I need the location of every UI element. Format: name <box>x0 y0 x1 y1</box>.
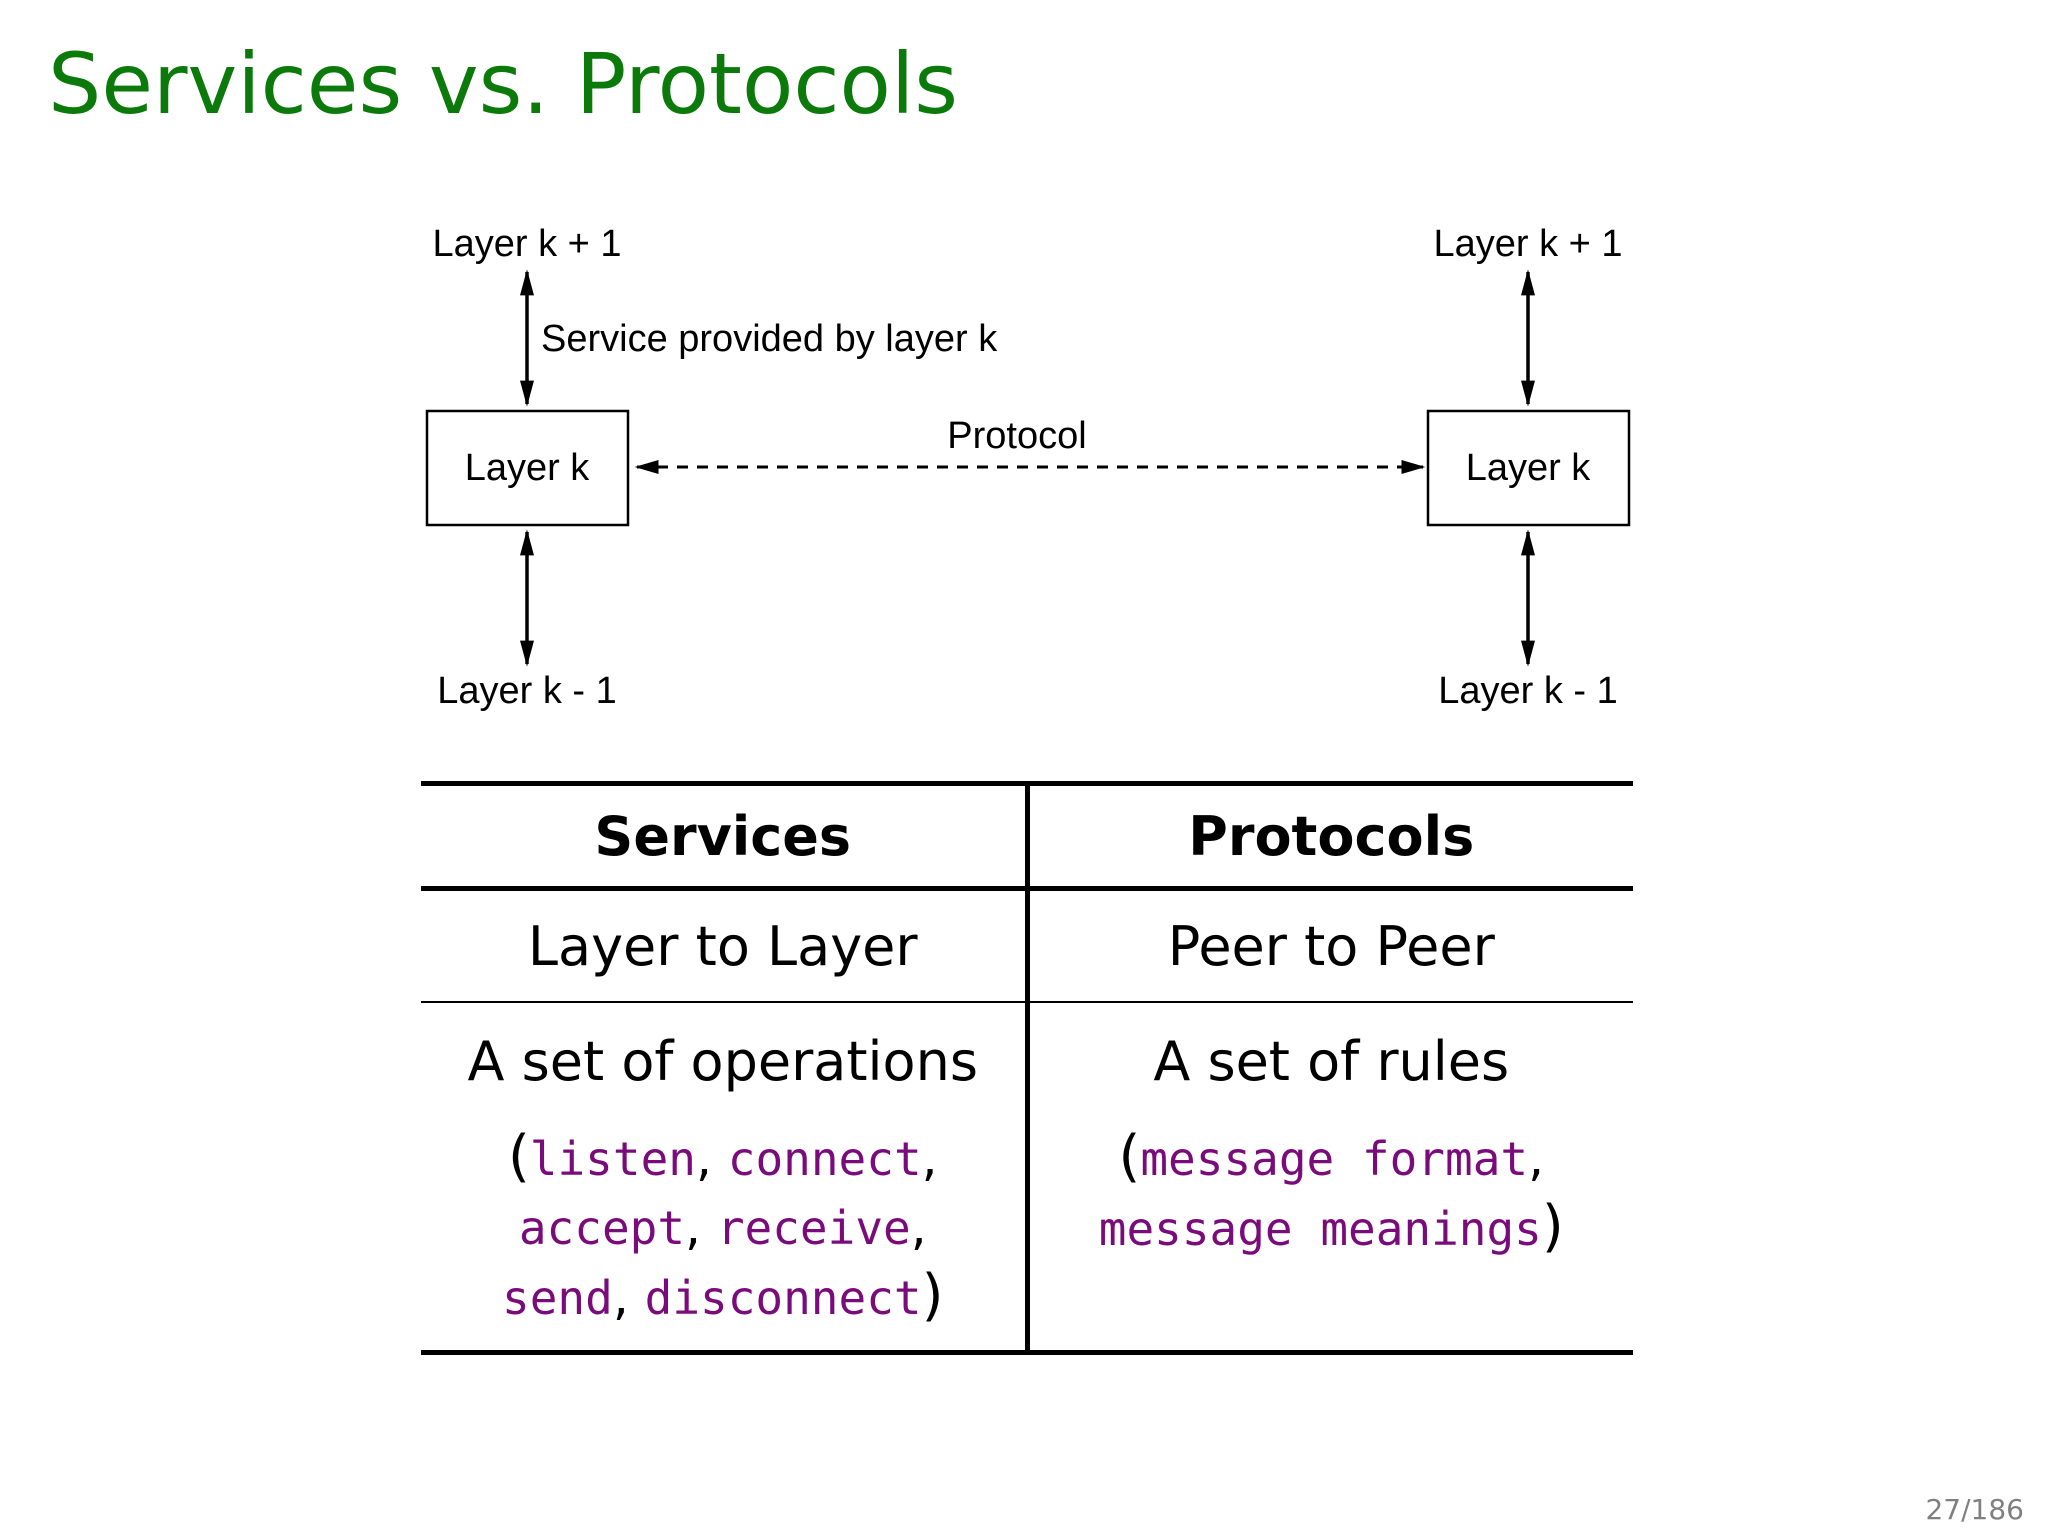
header-services: Services <box>421 781 1030 891</box>
comma: , <box>910 1198 927 1256</box>
code-message-format: message format <box>1140 1132 1529 1186</box>
open-paren: ( <box>507 1124 530 1189</box>
comparison-table: Services Protocols Layer to Layer Peer t… <box>421 781 1633 1355</box>
service-label: Service provided by layer k <box>541 318 998 360</box>
right-layer-box-label: Layer k <box>1466 447 1592 489</box>
code-listen: listen <box>529 1132 696 1186</box>
open-paren: ( <box>1118 1124 1141 1189</box>
layer-diagram: Layer k + 1 Service provided by layer k … <box>425 223 1631 712</box>
left-lower-layer-label: Layer k - 1 <box>437 670 617 712</box>
code-connect: connect <box>727 1132 922 1186</box>
table-row: (listen, connect, accept, receive, send,… <box>421 1113 1633 1355</box>
cell-protocols-examples: (message format, message meanings) <box>1027 1113 1633 1355</box>
left-upper-layer-label: Layer k + 1 <box>432 223 621 265</box>
right-lower-layer-label: Layer k - 1 <box>1438 670 1618 712</box>
code-receive: receive <box>716 1201 911 1255</box>
comma: , <box>921 1129 938 1187</box>
code-accept: accept <box>518 1201 686 1255</box>
cell-protocols-definition: A set of rules <box>1153 1029 1510 1093</box>
table-header-row: Services Protocols <box>421 781 1633 891</box>
table-row: Layer to Layer Peer to Peer <box>421 888 1633 1003</box>
close-paren: ) <box>1541 1194 1564 1259</box>
cell-services-examples: (listen, connect, accept, receive, send,… <box>421 1113 1030 1355</box>
table-row: A set of operations A set of rules <box>421 1002 1633 1113</box>
left-layer-box-label: Layer k <box>465 447 591 489</box>
right-layer-box <box>1426 409 1631 527</box>
protocol-label: Protocol <box>947 415 1086 457</box>
right-upper-layer-label: Layer k + 1 <box>1433 223 1622 265</box>
comma: , <box>695 1129 712 1187</box>
close-paren: ) <box>921 1263 944 1328</box>
header-protocols: Protocols <box>1027 781 1633 891</box>
cell-services-scope: Layer to Layer <box>421 888 1030 1003</box>
code-message-meanings: message meanings <box>1098 1202 1542 1256</box>
code-disconnect: disconnect <box>644 1271 922 1325</box>
page-number: 27/186 <box>1925 1493 2024 1526</box>
comma: , <box>685 1198 701 1256</box>
slide-title: Services vs. Protocols <box>48 35 959 133</box>
cell-protocols-scope: Peer to Peer <box>1027 888 1633 1003</box>
code-send: send <box>502 1271 613 1325</box>
comma: , <box>612 1268 629 1326</box>
left-layer-box <box>425 409 630 527</box>
cell-services-definition: A set of operations <box>421 1002 1030 1113</box>
comma: , <box>1528 1129 1544 1187</box>
